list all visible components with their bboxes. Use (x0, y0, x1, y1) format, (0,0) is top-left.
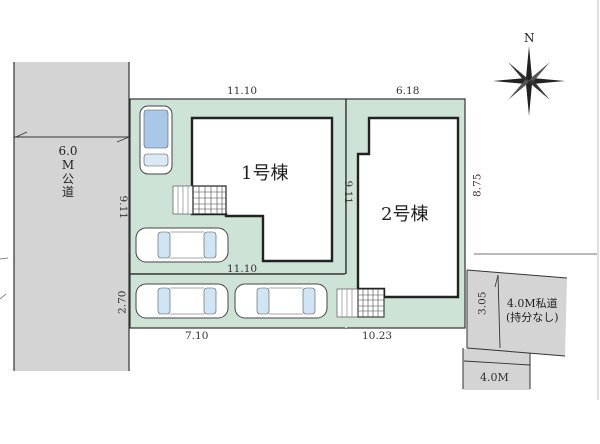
dim-lot1-inner-bottom: 11.10 (227, 263, 258, 275)
dim-parking-left: 2.70 (116, 290, 129, 314)
car-1 (135, 227, 229, 263)
road-unit: M (61, 157, 75, 172)
compass-rose-icon (493, 46, 565, 116)
private-road-note: (持分なし) (506, 310, 559, 324)
public-road-label: 6.0 M 公 道 (58, 144, 78, 200)
entrance-steps-1 (172, 185, 227, 215)
road-width: 6.0 (58, 144, 78, 158)
dim-lot1-right: 9.11 (341, 180, 354, 204)
building-1-label: 1号棟 (241, 163, 289, 184)
dim-lot2-right: 8.75 (471, 173, 484, 197)
private-road-width: 4.0M (480, 371, 509, 384)
car-vertical (139, 105, 173, 175)
dim-lot1-left: 9.11 (116, 195, 129, 219)
public-road (14, 62, 129, 371)
building-2-label: 2号棟 (381, 204, 429, 225)
entrance-steps-2 (336, 288, 385, 318)
dim-lot2-top: 6.18 (396, 85, 420, 97)
dim-parking-bottom: 7.10 (185, 330, 209, 342)
road-type-2: 道 (61, 185, 74, 200)
road-type-1: 公 (61, 171, 74, 186)
private-road (463, 270, 567, 390)
private-road-title: 4.0M私道 (506, 297, 558, 310)
dim-lot2-bottom: 10.23 (362, 330, 393, 342)
north-label: N (524, 31, 535, 45)
dim-lot1-top: 11.10 (227, 85, 258, 97)
dim-private-road-side: 3.05 (476, 291, 489, 315)
private-road-label: 4.0M私道 (持分なし) (506, 297, 559, 325)
car-3 (234, 283, 328, 319)
car-2 (135, 283, 229, 319)
